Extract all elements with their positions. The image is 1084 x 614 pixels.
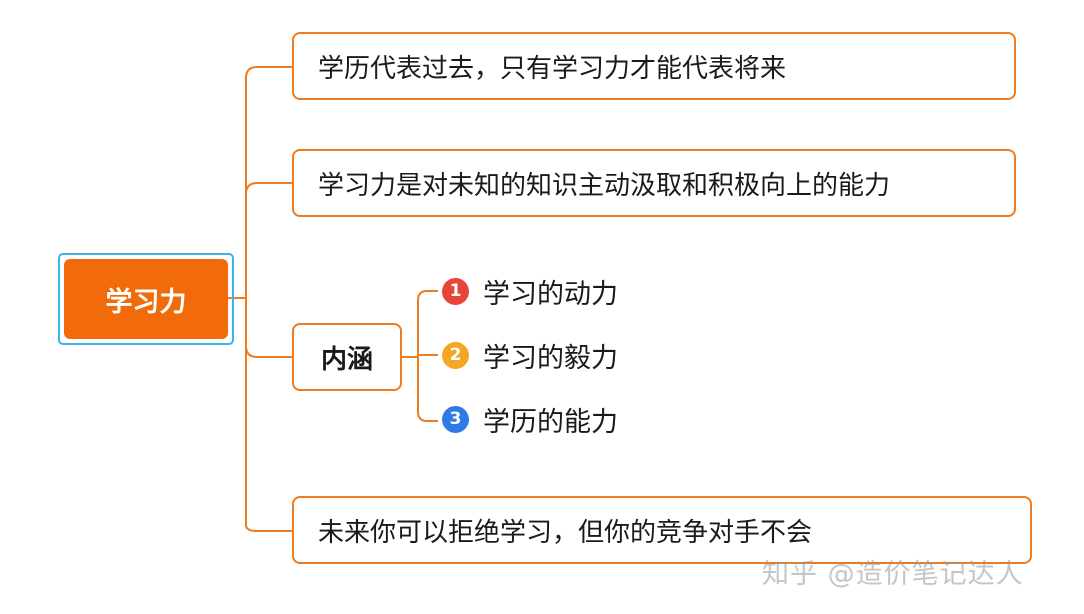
sub-node-label: 学习的动力 (483, 278, 618, 310)
zhihu-watermark: 知乎 @造价笔记达人 (762, 559, 1024, 590)
number-2-icon: 2 (442, 341, 469, 369)
branch-node-education-vs-learning[interactable]: 学历代表过去，只有学习力才能代表将来 (292, 32, 1016, 100)
branch-node-definition[interactable]: 学习力是对未知的知识主动汲取和积极向上的能力 (292, 149, 1016, 217)
root-node[interactable]: 学习力 (64, 259, 228, 339)
sub-node-ability[interactable]: 3 学历的能力 (442, 401, 618, 438)
sub-node-motivation[interactable]: 1 学习的动力 (442, 273, 618, 310)
number-1-icon: 1 (442, 277, 469, 305)
sub-node-label: 学历的能力 (483, 406, 618, 438)
branch-node-connotation[interactable]: 内涵 (292, 323, 402, 391)
sub-node-perseverance[interactable]: 2 学习的毅力 (442, 337, 618, 374)
root-selection-outline (58, 253, 234, 345)
number-3-icon: 3 (442, 405, 469, 433)
branch-node-competitor[interactable]: 未来你可以拒绝学习，但你的竞争对手不会 (292, 496, 1032, 564)
sub-node-label: 学习的毅力 (483, 342, 618, 374)
